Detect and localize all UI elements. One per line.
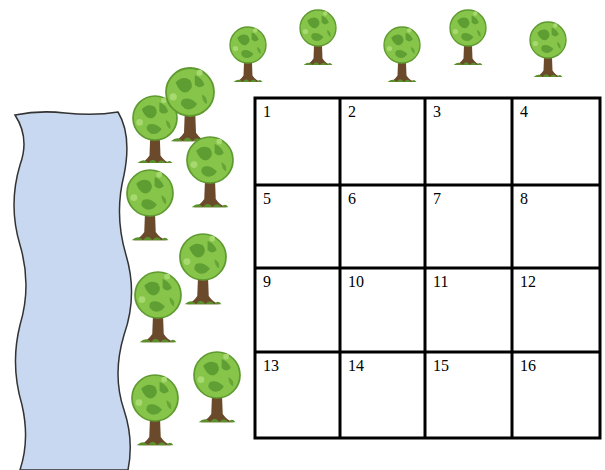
cell-number: 11 bbox=[433, 273, 448, 291]
cell-number: 1 bbox=[263, 103, 271, 121]
cell-number: 16 bbox=[520, 357, 536, 375]
cell-number: 15 bbox=[433, 357, 449, 375]
cell-number: 9 bbox=[263, 273, 271, 291]
cell-number: 2 bbox=[348, 103, 356, 121]
cell-number: 14 bbox=[348, 357, 364, 375]
cell-number: 5 bbox=[263, 190, 271, 208]
cell-number: 7 bbox=[433, 190, 441, 208]
cell-number: 6 bbox=[348, 190, 356, 208]
cell-number: 8 bbox=[520, 190, 528, 208]
cell-number: 3 bbox=[433, 103, 441, 121]
cell-number: 12 bbox=[520, 273, 536, 291]
cell-number: 4 bbox=[520, 103, 528, 121]
cell-number: 13 bbox=[263, 357, 279, 375]
cell-number: 10 bbox=[348, 273, 364, 291]
